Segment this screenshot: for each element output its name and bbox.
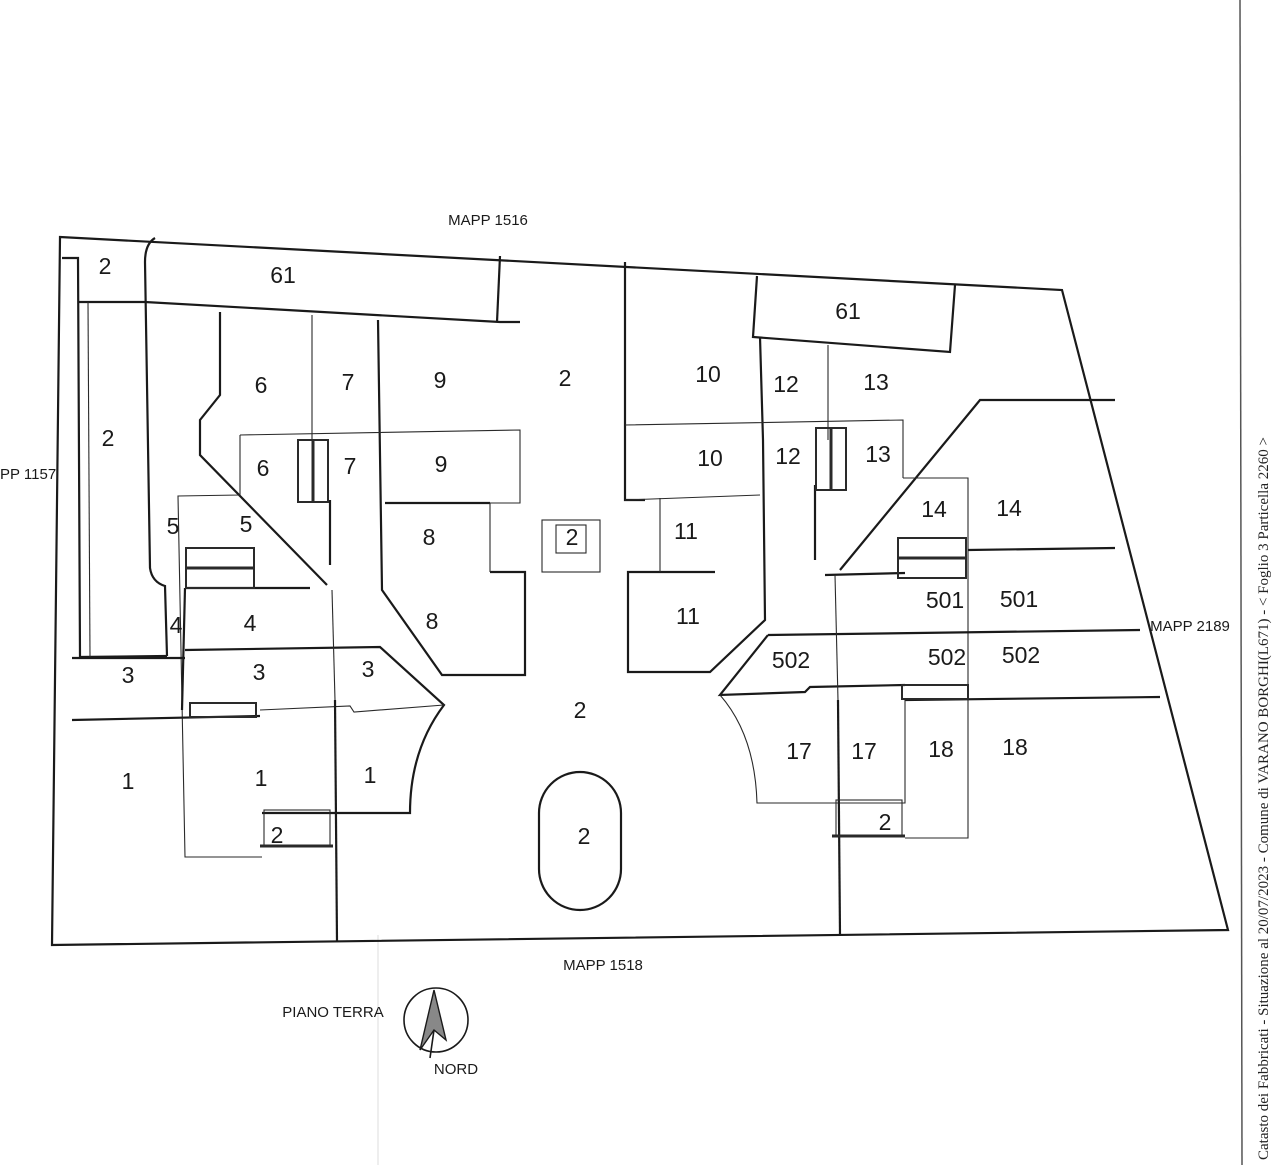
parcel-label: 501: [1000, 586, 1038, 612]
parcel-label: 2: [578, 823, 591, 849]
parcel-label: 12: [775, 443, 801, 469]
parcel-label: 4: [170, 612, 183, 638]
parcel-label: 2: [879, 809, 892, 835]
parcel-label: 5: [167, 513, 180, 539]
floor-title: PIANO TERRA: [282, 1004, 383, 1021]
parcel-label: 6: [257, 455, 270, 481]
parcel-label: 1: [122, 768, 135, 794]
parcel-label: 13: [863, 369, 889, 395]
parcel-label: 10: [695, 361, 721, 387]
parcel-label: 501: [926, 587, 964, 613]
parcel-label: 61: [270, 262, 296, 288]
north-label: NORD: [434, 1061, 478, 1078]
parcel-label: 17: [851, 738, 877, 764]
parcel-label: 3: [122, 662, 135, 688]
parcel-label: 17: [786, 738, 812, 764]
parcel-label: 11: [676, 603, 700, 629]
parcel-label: 2: [566, 524, 579, 550]
parcel-label: 9: [435, 451, 448, 477]
parcel-label: 5: [240, 511, 253, 537]
neighbour-label-top: MAPP 1516: [448, 212, 528, 229]
parcel-label: 7: [344, 453, 357, 479]
parcel-labels: 2 61 2 6 7 9 2 10 12 13 61 6 7 9 10 12 1…: [99, 253, 1041, 849]
parcel-label: 10: [697, 445, 723, 471]
parcel-label: 502: [928, 644, 966, 670]
neighbour-label-bottom: MAPP 1518: [563, 957, 643, 974]
parcel-label: 11: [674, 518, 698, 544]
parcel-label: 502: [1002, 642, 1040, 668]
parcel-label: 2: [574, 697, 587, 723]
parcel-label: 8: [426, 608, 439, 634]
parcel-label: 12: [773, 371, 799, 397]
parcel-label: 1: [255, 765, 268, 791]
parcel-label: 3: [253, 659, 266, 685]
parcel-label: 14: [996, 495, 1022, 521]
parcel-label: 3: [362, 656, 375, 682]
parcel-label: 502: [772, 647, 810, 673]
parcel-label: 2: [99, 253, 112, 279]
parcel-label: 4: [244, 610, 257, 636]
parcel-label: 18: [1002, 734, 1028, 760]
parcel-label: 61: [835, 298, 861, 324]
stair-symbols: [185, 427, 969, 848]
neighbour-label-right: MAPP 2189: [1150, 618, 1230, 635]
parcel-label: 18: [928, 736, 954, 762]
north-arrow-icon: [403, 987, 469, 1059]
parcel-label: 9: [434, 367, 447, 393]
neighbour-label-left: PP 1157: [0, 466, 56, 483]
page-edge: [1239, 0, 1243, 1165]
parcel-label: 7: [342, 369, 355, 395]
oval-flowerbed: [537, 770, 623, 912]
parcel-label: 6: [255, 372, 268, 398]
parcel-label: 1: [364, 762, 377, 788]
margin-note: Catasto dei Fabbricati - Situazione al 2…: [1256, 437, 1272, 1160]
parcel-label: 2: [271, 822, 284, 848]
parcel-boundaries: [50, 235, 1230, 947]
parcel-label: 8: [423, 524, 436, 550]
parcel-label: 13: [865, 441, 891, 467]
parcel-label: 14: [921, 496, 947, 522]
parcel-label: 2: [102, 425, 115, 451]
parcel-label: 2: [559, 365, 572, 391]
